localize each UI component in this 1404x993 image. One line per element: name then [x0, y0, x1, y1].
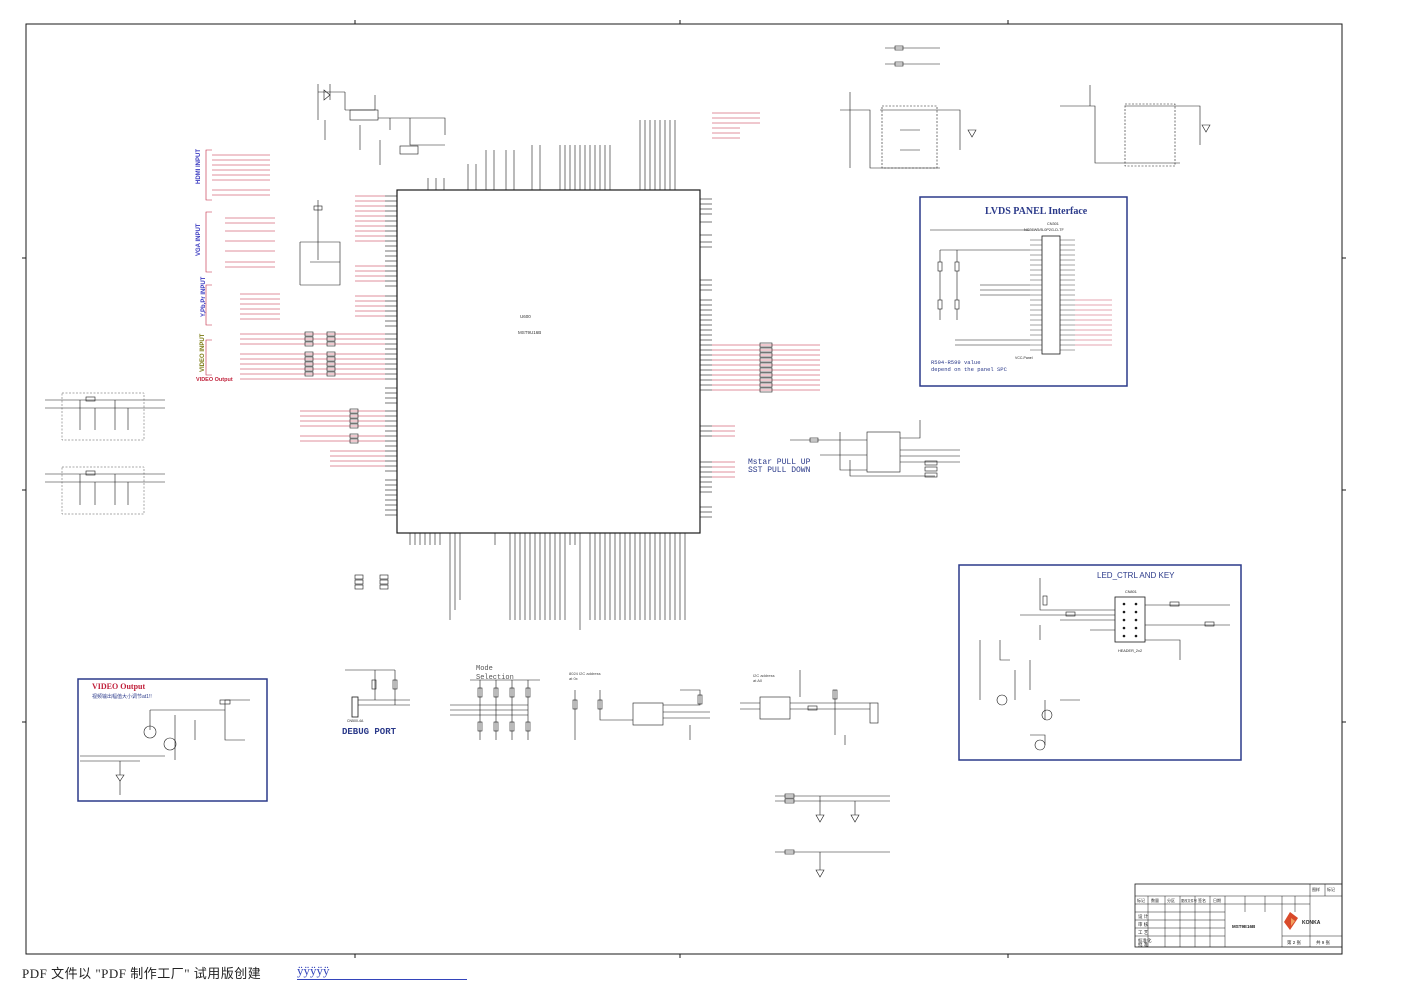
video-input-label: VIDEO INPUT — [200, 333, 206, 372]
video-series-parts — [304, 331, 389, 590]
title-total: 共 9 张 — [1316, 939, 1331, 946]
led-ctrl-header-body — [1114, 596, 1146, 643]
i2c-addr-label-2b: at A0 — [753, 678, 763, 683]
ic-top-pins — [427, 120, 676, 190]
left-input-nets — [212, 154, 385, 467]
tuner-i2c-block-2 — [1060, 85, 1211, 167]
ypbpr-input-label: Y,Pb,Pr INPUT — [201, 276, 207, 317]
main-ic-part: MST9U16B — [518, 330, 541, 335]
main-ic-body — [396, 189, 701, 534]
led-ctrl-header-ref: CN801 — [1125, 590, 1137, 594]
lvds-panel-section: LVDS PANEL Interface CN301 NC36W5/B-0P2G… — [919, 196, 1128, 387]
mode-section: Mode Selection — [450, 665, 540, 740]
title-header-0: 标记 — [1137, 897, 1145, 903]
title-header-1: 数量 — [1151, 897, 1159, 903]
i2c-addr-label-1b: at 0x — [569, 676, 578, 681]
title-row-3: 标准化 — [1138, 937, 1152, 944]
vga-input-label: VGA INPUT — [196, 223, 202, 256]
lvds-connector-pins — [1030, 239, 1075, 351]
title-row-0: 设 计 — [1138, 913, 1149, 920]
ic-left-pins — [385, 195, 397, 516]
hdmi-input-label: HDMI INPUT — [196, 149, 202, 184]
video-output-wiring — [80, 699, 250, 795]
konka-logo-mark-inner — [1291, 918, 1295, 926]
title-corner-2: 标记 — [1327, 886, 1335, 892]
mode-resistor-grid — [450, 679, 540, 740]
tuner-i2c-block-1 — [840, 45, 977, 169]
i2c-addr-label-2: I2C address — [753, 673, 775, 678]
sheet-border — [25, 23, 1343, 955]
led-ctrl-wiring — [979, 578, 1230, 751]
mode-label-2: Selection — [476, 674, 514, 682]
pdf-footer-link[interactable]: ÿÿÿÿÿ — [297, 963, 330, 978]
konka-logo-text: KONKA — [1302, 920, 1321, 926]
konka-logo: KONKA — [1284, 912, 1321, 930]
lvds-connector-ref: CN301 — [1047, 222, 1059, 226]
title-sheet: 第 2 张 — [1287, 939, 1302, 946]
led-ctrl-frame — [958, 564, 1242, 761]
lvds-vcc-label: VCC-Panel — [1015, 356, 1033, 360]
lvds-series-resistors — [759, 342, 773, 393]
lvds-note-1: R594-R599 value — [931, 359, 981, 366]
title-block: 设 计 审 核 工 艺 标准化 批 准 标记 数量 分区 更改文件号 签名 日期… — [1134, 883, 1343, 948]
lvds-panel-frame — [919, 196, 1128, 387]
title-row-4: 批 准 — [1138, 941, 1149, 948]
title-header-2: 分区 — [1167, 897, 1175, 903]
main-ic-ref: U600 — [520, 314, 531, 319]
lvds-nets — [712, 112, 820, 478]
power-section — [299, 84, 446, 286]
title-row-1: 审 核 — [1138, 921, 1149, 928]
mstar-note-2: SST PULL DOWN — [748, 466, 811, 475]
debug-section: CN500-4A DEBUG PORT — [342, 669, 410, 737]
title-corner-1: 图样 — [1312, 886, 1320, 892]
led-ctrl-header-part: HEADER_2x2 — [1118, 649, 1142, 653]
lvds-connector-body — [1041, 235, 1061, 355]
led-ctrl-header-pins — [1122, 602, 1138, 638]
pdf-footer-text: PDF 文件以 "PDF 制作工厂" 试用版创建 — [22, 966, 262, 981]
video-output-title: VIDEO Output — [92, 682, 145, 691]
eeprom-section: 8024 I2C address at 0x I2C address at A0 — [569, 670, 879, 745]
debug-port-title: DEBUG PORT — [342, 727, 397, 737]
title-header-3: 更改文件号 — [1181, 898, 1197, 903]
spi-flash — [790, 420, 960, 478]
audio-filters — [45, 392, 165, 515]
led-ctrl-section: LED_CTRL AND KEY CN801 HEADER_2x2 — [958, 564, 1242, 761]
mstar-note-1: Mstar PULL UP — [748, 458, 811, 467]
ic-bottom-pins — [409, 533, 686, 630]
video-output-subtitle: 视频输出幅值大小调节at1!! — [92, 693, 152, 700]
debug-wiring — [345, 669, 410, 706]
title-header-4: 签名 — [1198, 897, 1206, 903]
input-brackets — [205, 149, 212, 376]
title-header-5: 日期 — [1213, 897, 1221, 903]
video-output-frame — [77, 678, 268, 802]
title-block-frame — [1134, 883, 1343, 948]
led-ctrl-title: LED_CTRL AND KEY — [1097, 571, 1175, 580]
eeprom-wiring — [572, 670, 879, 745]
title-block-grid — [1135, 884, 1342, 947]
lvds-connector-part: NC36W5/B-0P2G-D-TF — [1024, 228, 1065, 232]
lvds-output-nets — [1075, 299, 1112, 346]
main-ic: U600 MST9U16B — [385, 120, 712, 630]
pdf-footer-underline — [297, 979, 467, 980]
mode-label-1: Mode — [476, 665, 493, 673]
debug-connector-body — [351, 696, 359, 718]
protection-diodes — [775, 793, 890, 878]
title-row-2: 工 艺 — [1138, 930, 1149, 935]
video-output-tag: VIDEO Output — [196, 377, 233, 383]
debug-connector-ref: CN500-4A — [347, 719, 364, 723]
lvds-option-resistors — [930, 229, 1030, 346]
video-output-section: VIDEO Output 视频输出幅值大小调节at1!! — [77, 678, 268, 802]
ic-right-pins — [700, 198, 712, 518]
i2c-addr-label-1: 8024 I2C address — [569, 671, 601, 676]
lvds-panel-title: LVDS PANEL Interface — [985, 206, 1088, 217]
lvds-note-2: depend on the panel SPC — [931, 366, 1008, 373]
title-part-no: MST9E16B — [1232, 924, 1256, 929]
border-ticks — [22, 20, 1346, 958]
